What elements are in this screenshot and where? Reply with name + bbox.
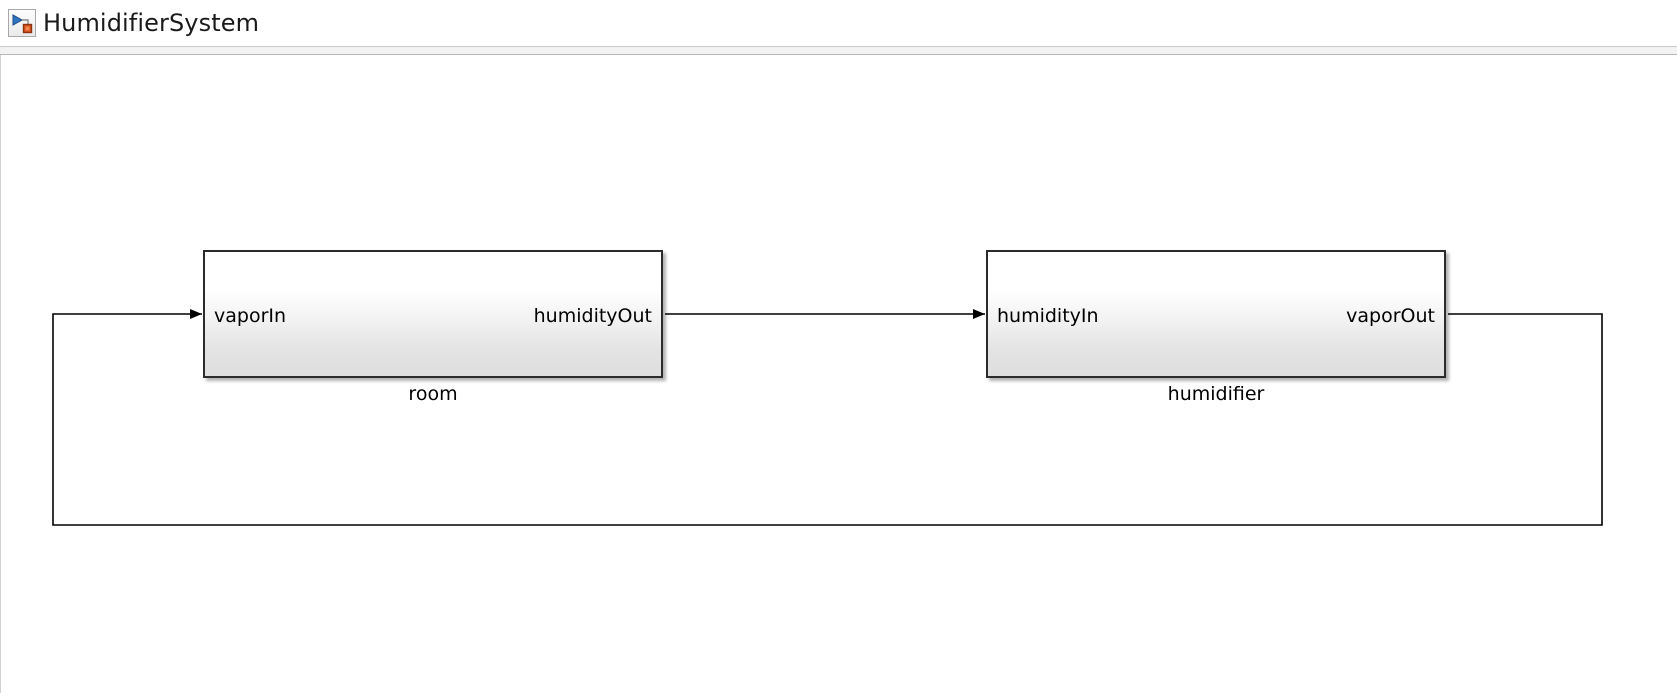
port-label-vaporIn[interactable]: vaporIn <box>214 305 287 327</box>
diagram-canvas[interactable]: vaporIn humidityOut room humidityIn vapo… <box>0 55 1677 693</box>
page-title: HumidifierSystem <box>43 9 260 37</box>
port-label-humidityIn[interactable]: humidityIn <box>997 305 1099 327</box>
block-label-room: room <box>408 383 458 405</box>
block-room[interactable]: vaporIn humidityOut <box>203 250 663 378</box>
window-title-bar: HumidifierSystem <box>0 0 1677 46</box>
block-label-humidifier: humidifier <box>1167 383 1265 405</box>
port-label-humidityOut[interactable]: humidityOut <box>533 305 652 327</box>
connection-layer <box>52 309 1603 526</box>
connection-vaporOut-vaporIn[interactable] <box>52 309 1603 526</box>
title-separator <box>0 46 1677 55</box>
model-block-icon <box>8 9 36 37</box>
block-humidifier[interactable]: humidityIn vaporOut <box>986 250 1446 378</box>
port-label-vaporOut[interactable]: vaporOut <box>1346 305 1435 327</box>
model-block-icon-glyph <box>12 14 33 34</box>
